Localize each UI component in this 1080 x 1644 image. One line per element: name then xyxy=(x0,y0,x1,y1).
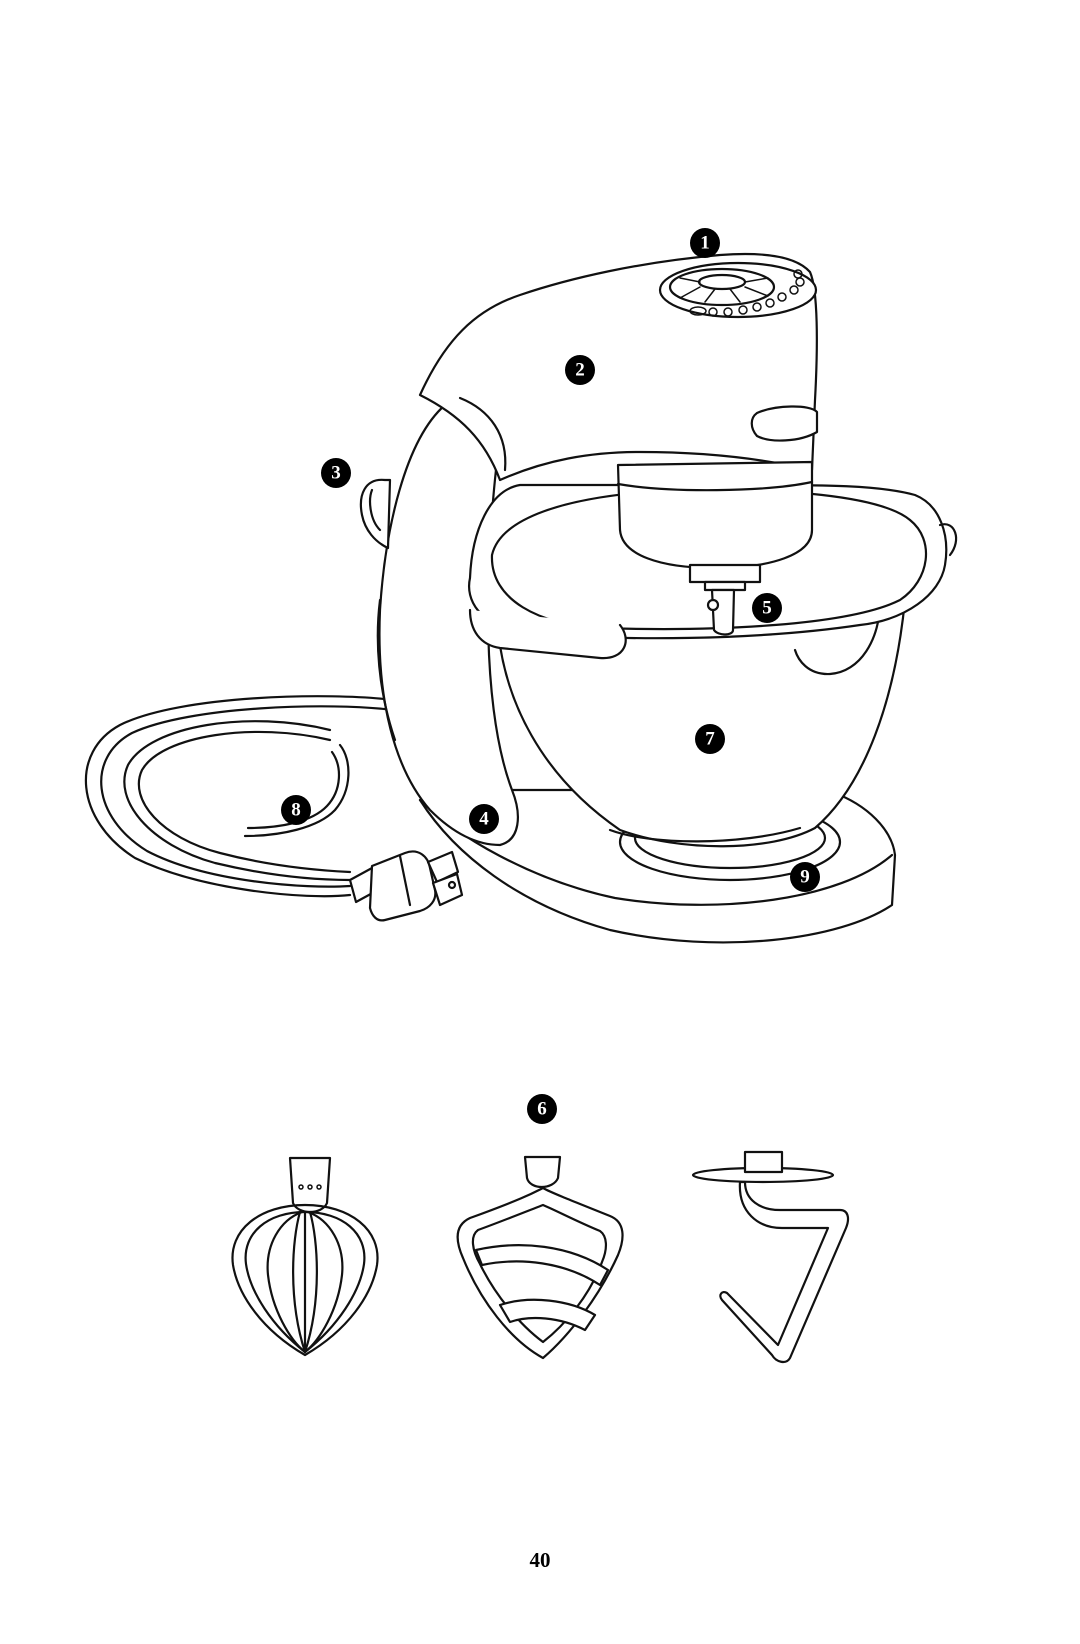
speed-control-dial-illustration xyxy=(658,261,818,319)
callout-4: 4 xyxy=(469,804,499,834)
callout-5: 5 xyxy=(752,593,782,623)
callout-number: 3 xyxy=(331,463,341,484)
callout-dot xyxy=(565,355,595,385)
power-cord-illustration xyxy=(84,695,395,898)
flat-beater-illustration xyxy=(456,1155,624,1360)
mixer-stand-column-illustration xyxy=(376,403,519,847)
callout-number: 9 xyxy=(800,867,810,888)
callout-1: 1 xyxy=(690,228,720,258)
balloon-whisk-illustration xyxy=(231,1156,379,1357)
callout-number: 5 xyxy=(762,598,772,619)
callout-dot xyxy=(695,724,725,754)
callout-number: 7 xyxy=(705,729,715,750)
callout-number: 1 xyxy=(700,233,710,254)
callout-dot xyxy=(281,795,311,825)
callout-number: 8 xyxy=(291,800,301,821)
callout-dot xyxy=(321,458,351,488)
callout-number: 4 xyxy=(479,809,489,830)
callout-7: 7 xyxy=(695,724,725,754)
callout-8: 8 xyxy=(281,795,311,825)
callout-dot xyxy=(469,804,499,834)
callout-number: 6 xyxy=(537,1099,547,1120)
callout-dot xyxy=(690,228,720,258)
callout-6: 6 xyxy=(527,1094,557,1124)
callout-9: 9 xyxy=(790,862,820,892)
callout-3: 3 xyxy=(321,458,351,488)
power-plug-illustration xyxy=(348,850,464,922)
tilt-release-lever-illustration xyxy=(359,478,392,550)
callout-dot xyxy=(790,862,820,892)
page-number: 40 xyxy=(529,1548,551,1572)
callout-dot xyxy=(527,1094,557,1124)
dough-hook-illustration xyxy=(691,1150,850,1364)
callout-2: 2 xyxy=(565,355,595,385)
callout-number: 2 xyxy=(575,360,585,381)
callout-dot xyxy=(752,593,782,623)
